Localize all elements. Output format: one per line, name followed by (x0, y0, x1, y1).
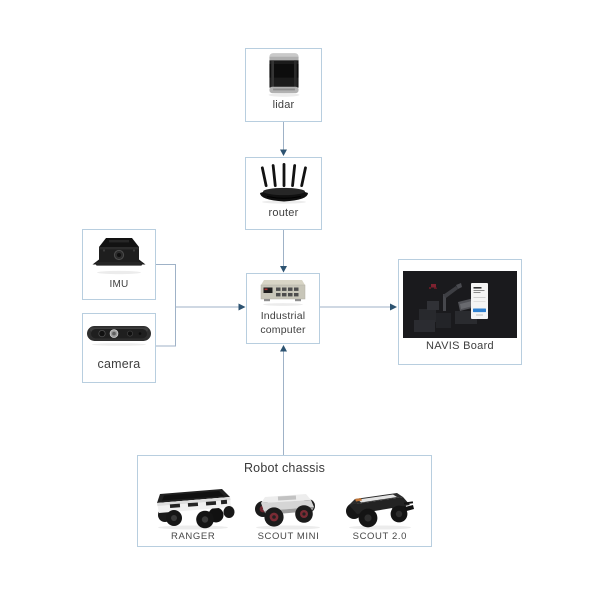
node-lidar: lidar (245, 48, 322, 122)
edge-imu-camera-merge (156, 264, 176, 347)
chassis-item-ranger: RANGER (150, 482, 236, 542)
robot-chassis-title: Robot chassis (243, 461, 326, 475)
industrial-computer-label-line2: computer (260, 323, 306, 336)
lidar-icon (246, 49, 321, 98)
navis-login-card (471, 283, 488, 319)
lidar-label: lidar (272, 99, 295, 112)
chassis-item-scout-2: SCOUT 2.0 (341, 482, 419, 542)
node-navis-board: NAVIS Board (398, 259, 522, 365)
navis-board-photo (399, 260, 521, 339)
scout-2-robot-image (345, 493, 414, 530)
ranger-label: RANGER (171, 531, 216, 542)
navis-board-label: NAVIS Board (426, 340, 494, 353)
scout-2-label: SCOUT 2.0 (352, 531, 407, 542)
stereo-camera-icon (83, 314, 155, 356)
node-router: router (245, 157, 322, 230)
chassis-item-scout-mini: SCOUT MINI (248, 482, 328, 542)
imu-label: IMU (109, 278, 129, 290)
arrowhead-into-navis (390, 303, 397, 311)
industrial-pc-icon (247, 274, 319, 309)
node-imu: IMU (82, 229, 156, 300)
router-label: router (268, 207, 299, 220)
node-industrial-computer: Industrial computer (246, 273, 320, 344)
node-camera: camera (82, 313, 156, 383)
ranger-robot-image (157, 489, 235, 530)
arrowhead-into-router (280, 149, 287, 156)
scout-mini-robot-image (255, 494, 321, 530)
robot-chassis-group: Robot chassis (137, 455, 432, 547)
industrial-computer-label: Industrial computer (260, 309, 305, 337)
imu-module-icon (83, 230, 155, 278)
wifi-router-icon (246, 158, 321, 206)
arrowhead-into-pc-top (280, 266, 287, 273)
robot-chassis-row: RANGER (138, 475, 431, 546)
arrowhead-into-pc-left (238, 303, 246, 311)
scout-mini-label: SCOUT MINI (257, 531, 320, 542)
camera-label: camera (97, 357, 141, 372)
industrial-computer-label-line1: Industrial (260, 309, 306, 322)
arrowhead-into-pc-bottom (280, 345, 287, 352)
